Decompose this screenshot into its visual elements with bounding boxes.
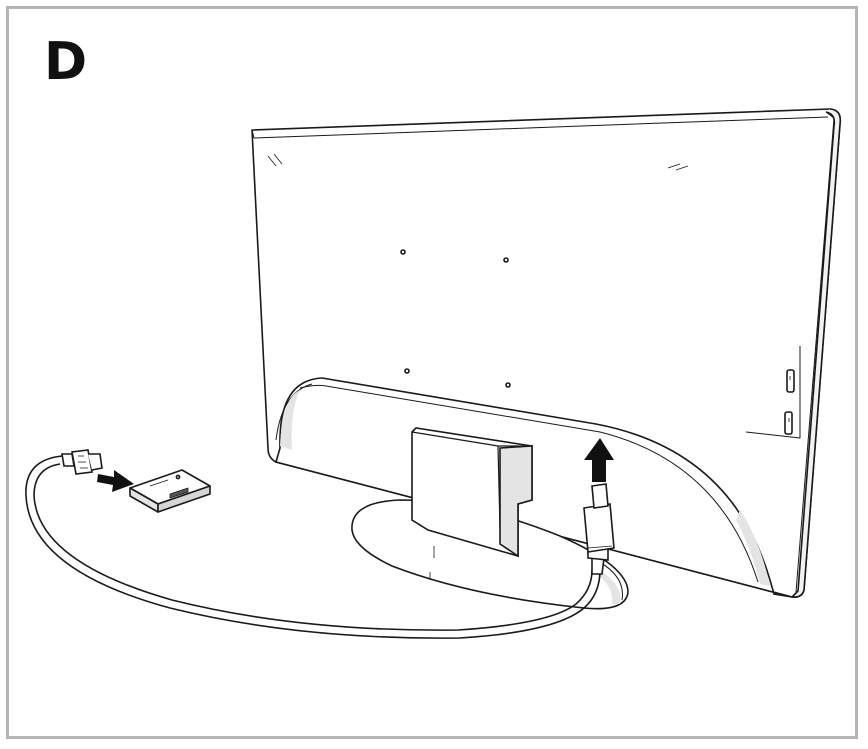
insert-arrow-icon: [97, 470, 134, 492]
adapter-box-icon: [129, 469, 211, 513]
display-cable-icon: [25, 449, 615, 639]
monitor-stand-icon: [351, 427, 629, 610]
insert-arrow-up-icon: [584, 438, 614, 482]
monitor-lower-housing: [275, 377, 793, 598]
illustration-frame: [6, 6, 858, 739]
step-label: D: [44, 32, 88, 92]
